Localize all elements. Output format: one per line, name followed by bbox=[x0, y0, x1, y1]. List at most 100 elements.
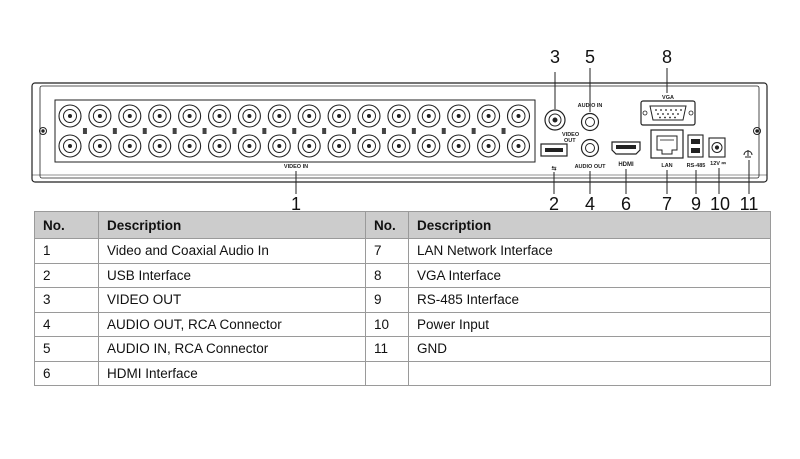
bnc-connector-icon bbox=[387, 134, 411, 158]
bnc-connector-icon bbox=[506, 104, 531, 128]
cell-no: 2 bbox=[34, 262, 99, 288]
cell-description: VGA Interface bbox=[408, 262, 771, 288]
bnc-connector-icon bbox=[447, 134, 471, 158]
bnc-connector-icon bbox=[297, 134, 321, 158]
callout-2: 2 bbox=[549, 194, 559, 212]
video-out-label-2: OUT bbox=[564, 138, 576, 144]
cell-no: 8 bbox=[365, 262, 409, 288]
bnc-connector-icon bbox=[357, 134, 381, 158]
callout-9: 9 bbox=[691, 194, 701, 212]
cell-description: RS-485 Interface bbox=[408, 287, 771, 313]
cell-no: 3 bbox=[34, 287, 99, 313]
bnc-connector-icon bbox=[148, 134, 172, 158]
callout-8: 8 bbox=[662, 47, 672, 67]
rca-connector-icon bbox=[580, 138, 600, 158]
callout-4: 4 bbox=[585, 194, 595, 212]
callout-6: 6 bbox=[621, 194, 631, 212]
channel-marker bbox=[322, 128, 327, 134]
channel-marker bbox=[82, 128, 87, 134]
cell-description: Video and Coaxial Audio In bbox=[98, 238, 366, 264]
bnc-connector-icon bbox=[477, 104, 501, 128]
channel-marker bbox=[501, 128, 506, 134]
header-no-right: No. bbox=[365, 211, 409, 239]
table-row: 6 HDMI Interface bbox=[34, 360, 771, 386]
rj45-port-icon bbox=[650, 129, 684, 159]
video-in-block bbox=[54, 99, 536, 163]
bnc-connector-icon bbox=[118, 104, 142, 128]
table-row: 3 VIDEO OUT 9 RS-485 Interface bbox=[34, 287, 771, 313]
bnc-connector-icon bbox=[477, 134, 501, 158]
cell-no bbox=[365, 360, 409, 386]
dc-power-jack-icon bbox=[708, 137, 726, 158]
table-header-row: No. Description No. Description bbox=[34, 211, 771, 239]
bnc-connector-icon bbox=[387, 104, 411, 128]
table-row: 4 AUDIO OUT, RCA Connector 10 Power Inpu… bbox=[34, 311, 771, 337]
hdmi-label: HDMI bbox=[618, 162, 634, 168]
bnc-connector-icon bbox=[178, 104, 202, 128]
screw-icon bbox=[39, 127, 761, 135]
vga-port-icon bbox=[640, 100, 696, 126]
bnc-connector-icon bbox=[447, 104, 471, 128]
callout-5: 5 bbox=[585, 47, 595, 67]
channel-marker bbox=[441, 128, 446, 134]
bnc-connector-icon bbox=[327, 104, 351, 128]
channel-marker bbox=[262, 128, 267, 134]
channel-marker bbox=[112, 128, 117, 134]
video-out-label-1: VIDEO bbox=[562, 132, 580, 138]
rear-panel-diagram: VIDEO IN VIDEO OUT ⇆ AUDIO IN AUDIO OUT … bbox=[31, 47, 768, 212]
video-in-connectors bbox=[58, 104, 531, 158]
header-description-left: Description bbox=[98, 211, 366, 239]
power-label: 12V ⎓ bbox=[710, 161, 726, 167]
bnc-connector-icon bbox=[357, 104, 381, 128]
lan-label: LAN bbox=[661, 163, 672, 169]
cell-no: 9 bbox=[365, 287, 409, 313]
bnc-connector-icon bbox=[58, 104, 82, 128]
audio-out-label: AUDIO OUT bbox=[575, 164, 607, 170]
channel-marker bbox=[142, 128, 147, 134]
channel-marker bbox=[471, 128, 476, 134]
callout-10: 10 bbox=[710, 194, 730, 212]
bnc-connector-icon bbox=[544, 109, 566, 131]
cell-description: HDMI Interface bbox=[98, 360, 366, 386]
chassis bbox=[31, 82, 768, 183]
bnc-connector-icon bbox=[327, 134, 351, 158]
channel-marker bbox=[352, 128, 357, 134]
usb-port-icon: ⇆ bbox=[540, 143, 568, 172]
bnc-connector-icon bbox=[237, 134, 261, 158]
cell-no: 4 bbox=[34, 311, 99, 337]
channel-marker bbox=[202, 128, 207, 134]
rca-connector-icon bbox=[580, 112, 600, 132]
bnc-connector-icon bbox=[88, 104, 112, 128]
cell-no: 6 bbox=[34, 360, 99, 386]
cell-no: 7 bbox=[365, 238, 409, 264]
bnc-connector-icon bbox=[178, 134, 202, 158]
table-row: 5 AUDIO IN, RCA Connector 11 GND bbox=[34, 336, 771, 362]
bnc-connector-icon bbox=[88, 134, 112, 158]
cell-no: 1 bbox=[34, 238, 99, 264]
bnc-connector-icon bbox=[417, 134, 441, 158]
bnc-connector-icon bbox=[58, 134, 82, 158]
callout-7: 7 bbox=[662, 194, 672, 212]
cell-description: GND bbox=[408, 336, 771, 362]
rs485-label: RS-485 bbox=[687, 163, 706, 169]
bnc-connector-icon bbox=[148, 104, 172, 128]
svg-text:⇆: ⇆ bbox=[551, 164, 556, 172]
cell-description: LAN Network Interface bbox=[408, 238, 771, 264]
description-table: No. Description No. Description 1 Video … bbox=[34, 211, 771, 386]
bnc-connector-icon bbox=[267, 104, 291, 128]
cell-description: Power Input bbox=[408, 311, 771, 337]
table-row: 2 USB Interface 8 VGA Interface bbox=[34, 262, 771, 288]
callout-3: 3 bbox=[550, 47, 560, 67]
bnc-connector-icon bbox=[417, 104, 441, 128]
bnc-connector-icon bbox=[118, 134, 142, 158]
channel-marker bbox=[381, 128, 386, 134]
vga-label: VGA bbox=[662, 95, 674, 101]
cell-no: 10 bbox=[365, 311, 409, 337]
header-no-left: No. bbox=[34, 211, 99, 239]
callout-lines bbox=[295, 68, 750, 194]
video-in-label: VIDEO IN bbox=[284, 164, 308, 170]
bnc-connector-icon bbox=[267, 134, 291, 158]
bnc-connector-icon bbox=[506, 134, 531, 158]
header-description-right: Description bbox=[408, 211, 771, 239]
cell-no: 11 bbox=[365, 336, 409, 362]
